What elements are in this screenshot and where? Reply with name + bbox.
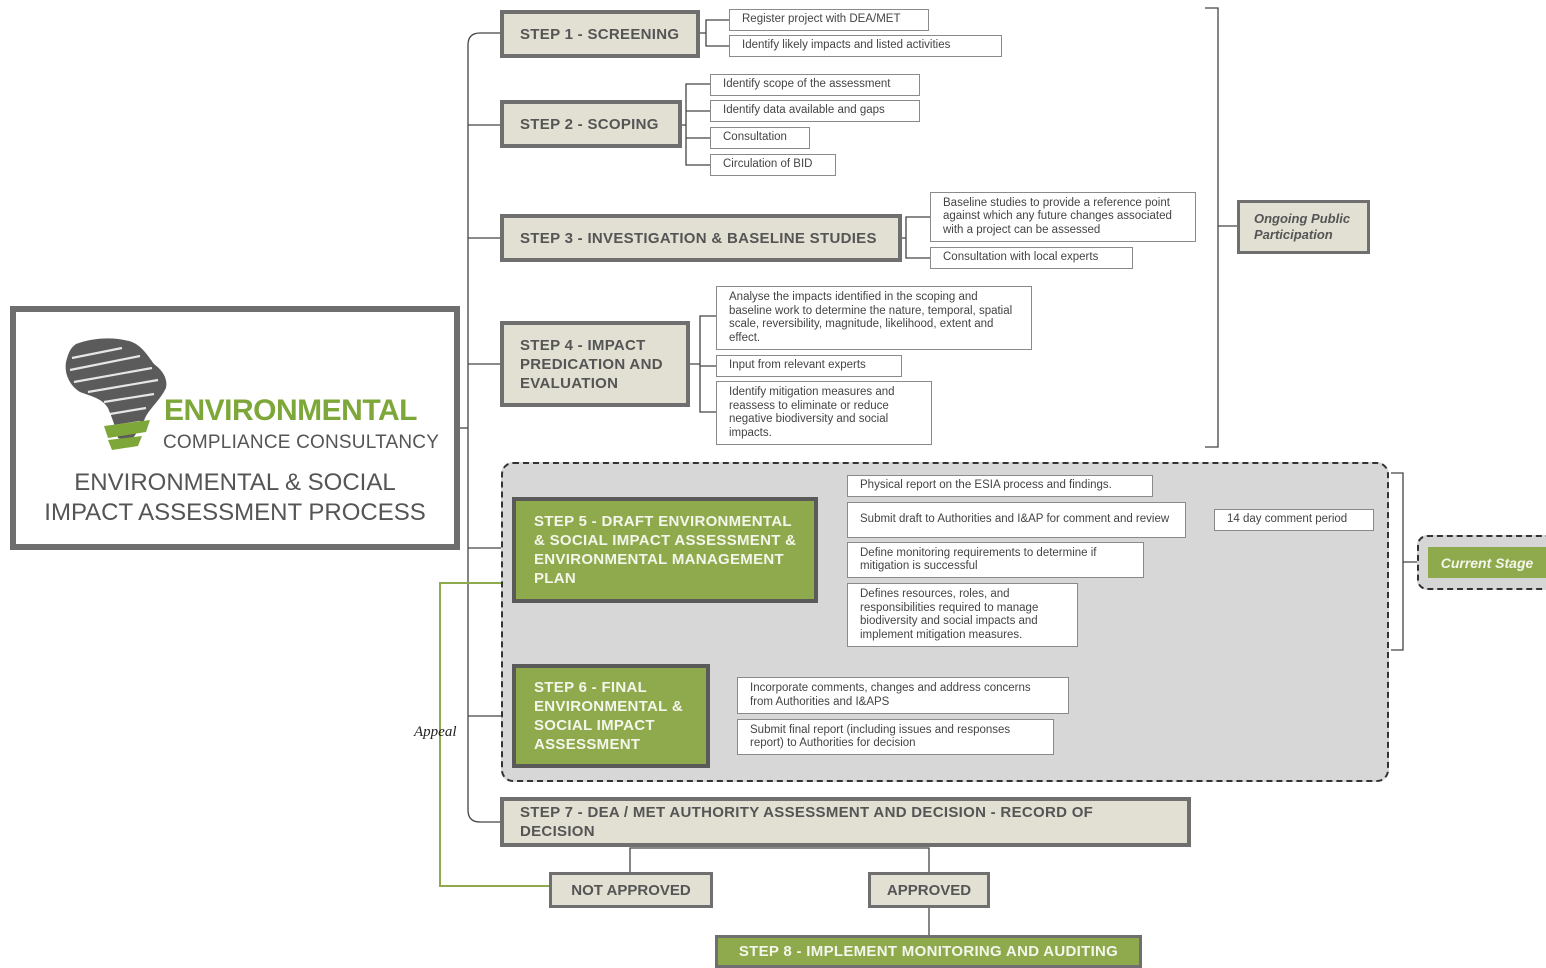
- step-4-note-1: Analyse the impacts identified in the sc…: [716, 286, 1032, 350]
- step-2-note-4: Circulation of BID: [710, 154, 836, 176]
- step-5-note-4: Defines resources, roles, and responsibi…: [847, 583, 1078, 647]
- step-3-investigation: STEP 3 - INVESTIGATION & BASELINE STUDIE…: [500, 214, 902, 262]
- step-4-note-3: Identify mitigation measures and reasses…: [716, 381, 932, 445]
- step-5-draft-esia: STEP 5 - DRAFT ENVIRONMENTAL & SOCIAL IM…: [512, 497, 818, 603]
- step-3-note-1: Baseline studies to provide a reference …: [930, 192, 1196, 242]
- process-title: ENVIRONMENTAL & SOCIAL IMPACT ASSESSMENT…: [44, 469, 426, 526]
- step-1-note-1: Register project with DEA/MET: [729, 9, 929, 31]
- step-2-note-3: Consultation: [710, 127, 810, 149]
- step-3-note-2: Consultation with local experts: [930, 247, 1133, 269]
- step-5-note-3: Define monitoring requirements to determ…: [847, 542, 1144, 578]
- appeal-label: Appeal: [414, 724, 457, 740]
- step-1-screening: STEP 1 - SCREENING: [500, 10, 700, 58]
- step-5-note-2: Submit draft to Authorities and I&AP for…: [847, 502, 1186, 538]
- step-5-note-1: Physical report on the ESIA process and …: [847, 475, 1153, 497]
- logo-panel: ENVIRONMENTAL COMPLIANCE CONSULTANCY ENV…: [10, 306, 460, 550]
- step-6-final-esia: STEP 6 - FINAL ENVIRONMENTAL & SOCIAL IM…: [512, 664, 710, 768]
- brand-subtitle: COMPLIANCE CONSULTANCY: [163, 432, 440, 453]
- step-8-monitoring: STEP 8 - IMPLEMENT MONITORING AND AUDITI…: [715, 935, 1142, 968]
- step-1-note-2: Identify likely impacts and listed activ…: [729, 35, 1002, 57]
- current-stage-label: Current Stage: [1428, 547, 1546, 578]
- brand-name: ENVIRONMENTAL: [164, 394, 417, 427]
- approved-box: APPROVED: [868, 872, 990, 908]
- step-2-note-1: Identify scope of the assessment: [710, 74, 920, 96]
- comment-period: 14 day comment period: [1214, 509, 1374, 531]
- step-2-scoping: STEP 2 - SCOPING: [500, 100, 682, 148]
- africa-logo-icon: [65, 338, 167, 450]
- step-2-note-2: Identify data available and gaps: [710, 100, 920, 122]
- step-4-impact-evaluation: STEP 4 - IMPACT PREDICATION AND EVALUATI…: [500, 321, 690, 407]
- step-4-note-2: Input from relevant experts: [716, 355, 902, 377]
- ongoing-public-participation: Ongoing Public Participation: [1237, 200, 1370, 254]
- step-7-authority-decision: STEP 7 - DEA / MET AUTHORITY ASSESSMENT …: [500, 797, 1191, 847]
- not-approved-box: NOT APPROVED: [549, 872, 713, 908]
- step-6-note-2: Submit final report (including issues an…: [737, 719, 1054, 755]
- step-6-note-1: Incorporate comments, changes and addres…: [737, 677, 1069, 714]
